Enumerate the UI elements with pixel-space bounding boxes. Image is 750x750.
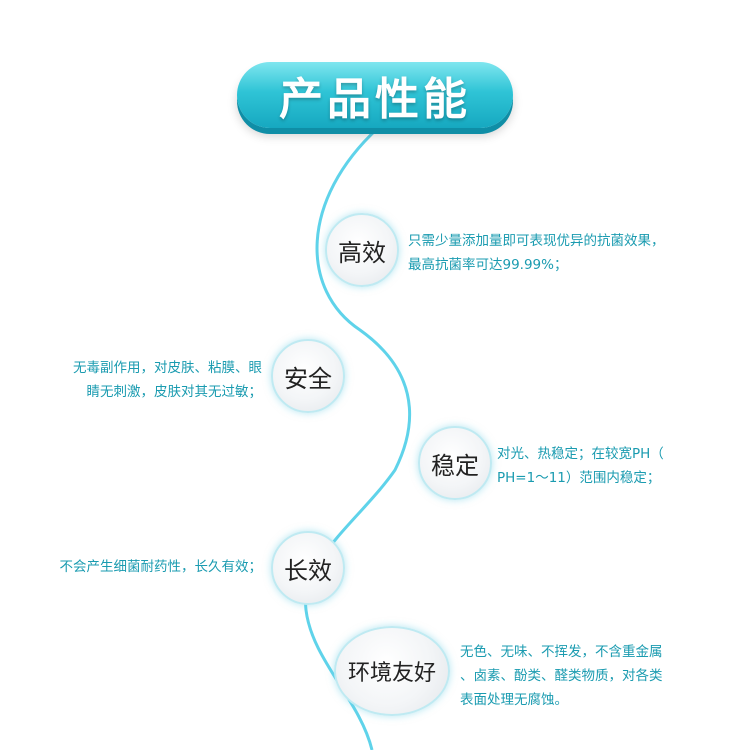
feature-label: 长效 bbox=[284, 556, 332, 585]
feature-desc-eco-friendly: 无色、无味、不挥发，不含重金属 、卤素、酚类、醛类物质，对各类 表面处理无腐蚀。 bbox=[460, 640, 663, 712]
feature-node-stable: 稳定 bbox=[418, 426, 492, 500]
page-title: 产品性能 bbox=[279, 74, 471, 125]
desc-line: 表面处理无腐蚀。 bbox=[460, 692, 568, 708]
feature-node-long-lasting: 长效 bbox=[271, 531, 345, 605]
feature-desc-long-lasting: 不会产生细菌耐药性，长久有效； bbox=[60, 555, 263, 579]
feature-desc-safe: 无毒副作用，对皮肤、粘膜、眼 睛无刺激，皮肤对其无过敏； bbox=[73, 356, 262, 404]
feature-node-safe: 安全 bbox=[271, 339, 345, 413]
desc-line: 无色、无味、不挥发，不含重金属 bbox=[460, 644, 663, 660]
feature-label: 安全 bbox=[284, 364, 332, 393]
desc-line: 无毒副作用，对皮肤、粘膜、眼 bbox=[73, 360, 262, 376]
feature-label: 稳定 bbox=[431, 451, 479, 480]
feature-label: 高效 bbox=[338, 238, 386, 267]
feature-label: 环境友好 bbox=[347, 661, 436, 686]
feature-node-efficient: 高效 bbox=[325, 213, 399, 287]
desc-line: PH=1～11）范围内稳定； bbox=[497, 470, 661, 486]
desc-line: 、卤素、酚类、醛类物质，对各类 bbox=[460, 668, 663, 684]
desc-line: 只需少量添加量即可表现优异的抗菌效果， bbox=[408, 233, 665, 249]
desc-line: 睛无刺激，皮肤对其无过敏； bbox=[86, 384, 263, 400]
feature-desc-efficient: 只需少量添加量即可表现优异的抗菌效果， 最高抗菌率可达99.99%； bbox=[408, 229, 665, 277]
desc-line: 不会产生细菌耐药性，长久有效； bbox=[59, 559, 263, 575]
feature-node-eco-friendly: 环境友好 bbox=[334, 626, 450, 716]
desc-line: 对光、热稳定；在较宽PH（ bbox=[497, 446, 664, 462]
title-banner: 产品性能 bbox=[237, 62, 513, 128]
desc-line: 最高抗菌率可达99.99%； bbox=[408, 257, 568, 273]
feature-desc-stable: 对光、热稳定；在较宽PH（ PH=1～11）范围内稳定； bbox=[497, 442, 664, 490]
